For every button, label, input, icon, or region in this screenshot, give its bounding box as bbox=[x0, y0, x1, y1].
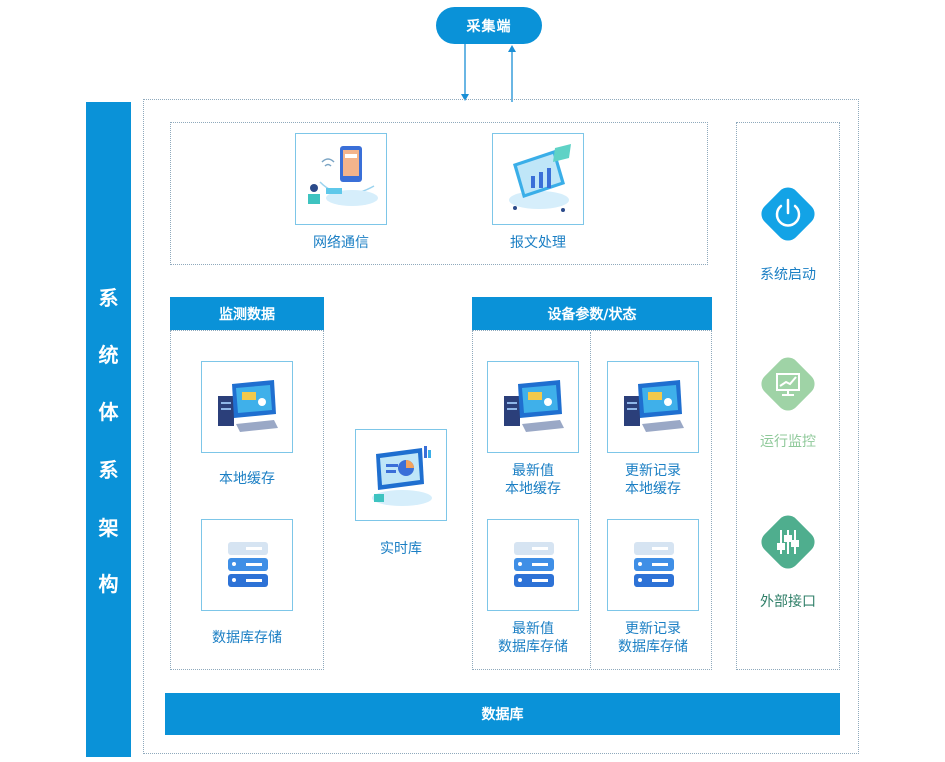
database-bar: 数据库 bbox=[165, 693, 840, 735]
title-char: 体 bbox=[98, 400, 119, 424]
equipment-header: 设备参数/状态 bbox=[472, 297, 712, 330]
history-db-storage-label-line2: 数据库存储 bbox=[618, 639, 688, 655]
realtime-db-box bbox=[355, 429, 447, 521]
sliders-icon bbox=[777, 530, 799, 554]
runtime-monitor-button[interactable] bbox=[756, 352, 820, 416]
history-local-cache-label-line1: 更新记录 bbox=[625, 463, 681, 479]
latest-db-storage-label-line1: 最新值 bbox=[512, 621, 554, 637]
title-char: 系 bbox=[98, 458, 119, 482]
system-container bbox=[143, 99, 859, 754]
message-processing-icon bbox=[509, 144, 571, 212]
computer-icon bbox=[218, 380, 278, 432]
computer-icon bbox=[504, 380, 564, 432]
message-processing-box bbox=[492, 133, 584, 225]
functions-panel bbox=[736, 122, 840, 670]
network-communication-icon bbox=[308, 146, 378, 206]
server-stack-icon bbox=[634, 542, 674, 587]
realtime-dashboard-icon bbox=[372, 446, 432, 506]
latest-local-cache-label-line1: 最新值 bbox=[512, 463, 554, 479]
title-char: 统 bbox=[98, 343, 119, 367]
realtime-db-label: 实时库 bbox=[380, 541, 422, 557]
history-local-cache-box bbox=[607, 361, 699, 453]
monitor-chart-icon bbox=[776, 373, 800, 396]
latest-db-storage-box bbox=[487, 519, 579, 611]
network-communication-label: 网络通信 bbox=[313, 235, 369, 251]
latest-local-cache-box bbox=[487, 361, 579, 453]
equipment-panel bbox=[472, 330, 712, 670]
db-storage-label: 数据库存储 bbox=[212, 630, 282, 646]
history-local-cache-label-line2: 本地缓存 bbox=[625, 481, 681, 497]
source-pill: 采集端 bbox=[436, 7, 542, 44]
communication-panel bbox=[170, 122, 708, 265]
db-storage-box bbox=[201, 519, 293, 611]
source-connectors bbox=[461, 44, 516, 102]
architecture-title-bar: 系 统 体 系 架 构 bbox=[86, 102, 131, 757]
external-interface-label: 外部接口 bbox=[760, 594, 816, 610]
system-start-label: 系统启动 bbox=[760, 267, 816, 283]
monitor-data-header: 监测数据 bbox=[170, 297, 324, 330]
network-communication-box bbox=[295, 133, 387, 225]
runtime-monitor-label: 运行监控 bbox=[760, 434, 816, 450]
title-char: 系 bbox=[98, 286, 119, 310]
latest-db-storage-label-line2: 数据库存储 bbox=[498, 639, 568, 655]
title-char: 构 bbox=[98, 572, 119, 596]
message-processing-label: 报文处理 bbox=[510, 235, 566, 251]
server-stack-icon bbox=[514, 542, 554, 587]
history-db-storage-box bbox=[607, 519, 699, 611]
equipment-divider bbox=[590, 332, 591, 668]
monitor-panel bbox=[170, 330, 324, 670]
external-interface-button[interactable] bbox=[756, 510, 820, 574]
computer-icon bbox=[624, 380, 684, 432]
latest-local-cache-label-line2: 本地缓存 bbox=[505, 481, 561, 497]
system-start-button[interactable] bbox=[756, 182, 820, 246]
server-stack-icon bbox=[228, 542, 268, 587]
title-char: 架 bbox=[98, 516, 119, 540]
local-cache-box bbox=[201, 361, 293, 453]
history-db-storage-label-line1: 更新记录 bbox=[625, 621, 681, 637]
power-icon bbox=[775, 198, 801, 227]
local-cache-label: 本地缓存 bbox=[219, 471, 275, 487]
